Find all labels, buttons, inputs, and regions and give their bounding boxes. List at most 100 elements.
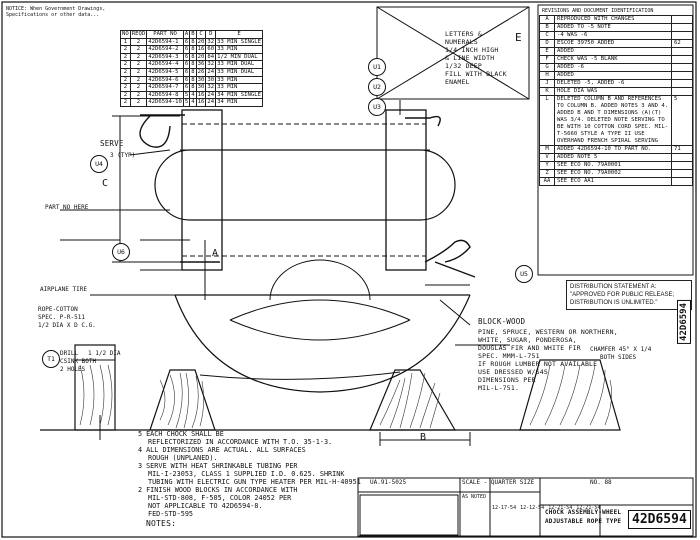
distribution-line-1: "APPROVED FOR PUBLIC RELEASE; <box>570 292 675 298</box>
revision-description: DELETED COLUMN B AND REFERENCES TO COLUM… <box>554 95 672 146</box>
circled-reference-symbol: U3 <box>368 98 386 116</box>
revision-symbol: Z <box>539 169 555 178</box>
revision-date <box>671 71 693 80</box>
revision-symbol: L <box>539 95 555 146</box>
dash-cell: 2 <box>129 52 148 62</box>
dash-cell: 42D6594-7 <box>146 83 184 92</box>
dash-cell: 36 <box>195 60 207 69</box>
block-wood-label: BLOCK-WOOD <box>478 317 526 326</box>
note-number: 5 <box>138 430 143 438</box>
dash-cell: 32 <box>205 60 217 69</box>
notes-title: NOTES: <box>146 519 177 528</box>
dash-cell: 1 <box>120 37 131 47</box>
revision-date <box>671 55 693 64</box>
chamfer-label: CHAMFER 45° X 1/4 <box>590 346 652 353</box>
dash-cell: 2 <box>120 60 131 69</box>
revision-description: SEE ECO NO. 79A0002 <box>554 169 672 178</box>
dash-cell: 34 MIN SINGLE <box>215 90 263 100</box>
revision-symbol: F <box>539 55 555 64</box>
dash-cell: 26 <box>195 67 207 77</box>
dash-cell: 34 MIN <box>215 98 263 107</box>
dash-cell: 2 <box>129 90 148 100</box>
circled-reference-symbol: U1 <box>368 58 386 76</box>
circled-reference-symbol: T1 <box>42 350 60 368</box>
note-text: ROUGH (UNPLANED). <box>148 454 218 462</box>
revision-symbol: M <box>539 145 555 154</box>
dash-header-cell: NO <box>120 30 131 39</box>
dash-cell: 42D6594-3 <box>146 52 184 62</box>
title-date: 12-21-54 <box>548 505 573 511</box>
rope-cotton-label: ROPE-COTTON <box>38 306 78 313</box>
revision-description: ESCOE 39750 ADDED <box>554 39 672 48</box>
dash-cell: 42D6594-1 <box>146 37 184 47</box>
dash-cell: 24 <box>205 67 217 77</box>
revision-date <box>671 161 693 170</box>
part-no-here-label: PART NO HERE <box>45 204 89 211</box>
dash-cell: 2 <box>120 83 131 92</box>
dim-a-label: A <box>212 248 219 259</box>
note-line: REFLECTORIZED IN ACCORDANCE WITH T.O. 35… <box>138 438 358 446</box>
note-text: TUBING WITH ELECTRIC GUN TYPE HEATER PER… <box>148 478 361 486</box>
title-date: 12-21-54 <box>576 505 601 511</box>
circled-reference-symbol: U4 <box>90 155 108 173</box>
dash-cell: 16 <box>195 90 207 100</box>
dash-cell: 24 <box>205 90 217 100</box>
dash-cell: 4 <box>189 98 197 107</box>
dash-cell: 42D6594-2 <box>146 45 184 54</box>
revision-date <box>671 63 693 72</box>
dash-cell: 2 <box>120 45 131 54</box>
detail-e-line: 1/4 INCH HIGH <box>445 46 499 54</box>
revision-description: ADDED <box>554 47 672 56</box>
typ-label: 3 (TYP) <box>110 152 136 159</box>
wood-spec-line: IF ROUGH LUMBER NOT AVAILABLE <box>478 360 598 368</box>
dash-cell: 42D6594-8 <box>146 90 184 100</box>
note-line: MIL-I-23053, CLASS 1 SUPPLIED I.D. 0.625… <box>138 470 358 478</box>
revision-symbol: V <box>539 153 555 162</box>
dash-cell: 2 <box>120 52 131 62</box>
dash-cell: 2 <box>120 75 131 85</box>
circled-reference-symbol: U6 <box>112 243 130 261</box>
revision-description: ADDED 42D6594-10 TO PART NO. <box>554 145 672 154</box>
dim-b-label: B <box>420 432 427 443</box>
drawing-no-short: NO. 88 <box>590 479 612 486</box>
dash-cell: 16 <box>195 98 207 107</box>
revision-description: HOLE DIA WAS <box>554 87 672 96</box>
title-line-2: ADJUSTABLE ROPE TYPE <box>545 518 622 525</box>
revision-description: SEE ECO AA1 <box>554 177 672 186</box>
distribution-title: DISTRIBUTION STATEMENT A: <box>570 284 657 290</box>
dash-cell: 2 <box>129 75 148 85</box>
dash-cell: 16 <box>195 45 207 54</box>
dash-cell: 33 MIN <box>215 83 263 92</box>
detail-e-line: 1/32 DEEP <box>445 62 483 70</box>
detail-e-line: LETTERS & <box>445 30 483 38</box>
dash-cell: 32 <box>205 37 217 47</box>
circled-reference-symbol: U2 <box>368 78 386 96</box>
note-text: REFLECTORIZED IN ACCORDANCE WITH T.O. 35… <box>148 438 333 446</box>
detail-e-line: FILL WITH BLACK <box>445 70 507 78</box>
dash-cell: 42D6594-5 <box>146 67 184 77</box>
dash-cell: 2 <box>129 83 148 92</box>
title-line-1: CHOCK ASSEMBLY-WHEEL <box>545 509 622 516</box>
wood-spec-line: USE DRESSED W/S4S <box>478 368 548 376</box>
distribution-line-2: DISTRIBUTION IS UNLIMITED." <box>570 300 658 306</box>
serve-label: SERVE <box>100 139 124 148</box>
revision-date <box>671 15 693 24</box>
dash-cell: 42D6594-4 <box>146 60 184 69</box>
note-line: ROUGH (UNPLANED). <box>138 454 358 462</box>
